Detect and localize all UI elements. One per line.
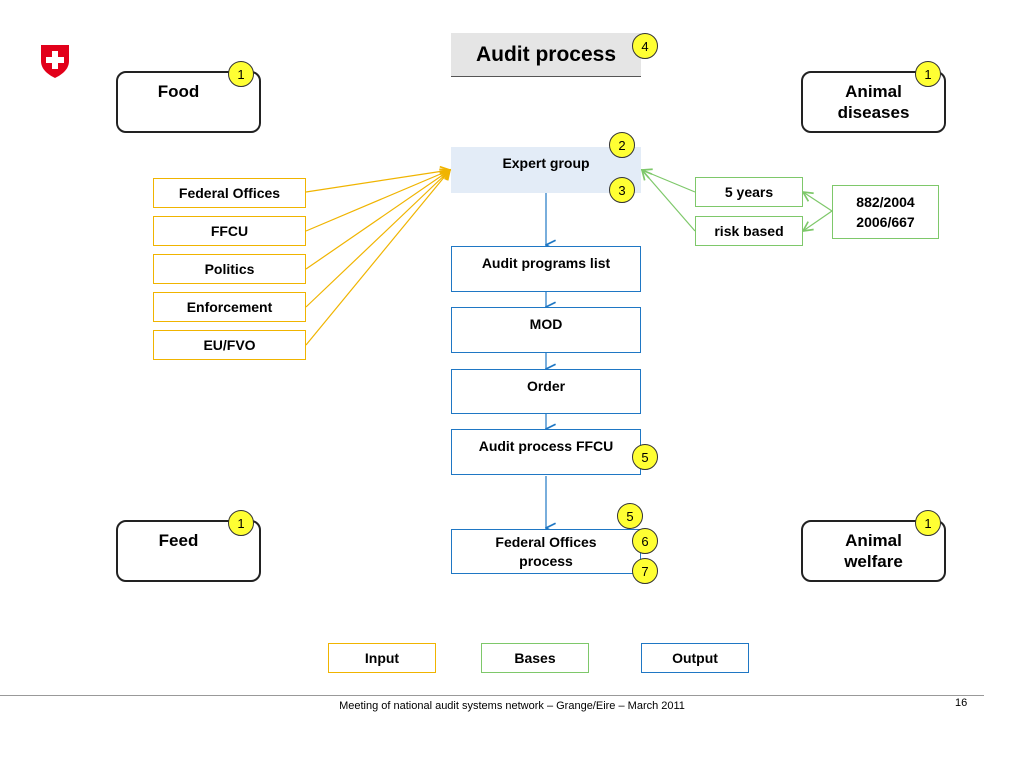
arrow-ffcu [305, 170, 450, 232]
corner-animal-welfare-label: Animal welfare [844, 531, 903, 571]
badge-animal-welfare: 1 [915, 510, 941, 536]
arrow-federal-offices [305, 170, 450, 193]
badge-ffcu-5: 5 [632, 444, 658, 470]
badge-fo-6: 6 [632, 528, 658, 554]
flow-mod: MOD [451, 307, 641, 353]
input-eu-fvo: EU/FVO [153, 330, 306, 360]
input-federal-offices: Federal Offices [153, 178, 306, 208]
flow-federal-offices-process: Federal Offices process [451, 529, 641, 574]
swiss-coat-of-arms-logo [39, 43, 71, 79]
corner-food-label: Food [157, 82, 200, 101]
legend-input: Input [328, 643, 436, 673]
corner-animal-welfare: Animal welfare [801, 520, 946, 582]
badge-expert-3: 3 [609, 177, 635, 203]
bases-regulations: 882/2004 2006/667 [832, 185, 939, 239]
flow-audit-process-ffcu: Audit process FFCU [451, 429, 641, 475]
badge-title: 4 [632, 33, 658, 59]
corner-animal-diseases: Animal diseases [801, 71, 946, 133]
arrow-reg-to-risk-based [803, 210, 833, 231]
legend-bases: Bases [481, 643, 589, 673]
badge-fo-7: 7 [632, 558, 658, 584]
badge-fo-5: 5 [617, 503, 643, 529]
input-enforcement: Enforcement [153, 292, 306, 322]
footer-text: Meeting of national audit systems networ… [339, 700, 685, 712]
arrow-eu-fvo [305, 170, 450, 346]
legend-output: Output [641, 643, 749, 673]
arrow-risk-based [642, 170, 696, 232]
arrow-enforcement [305, 170, 450, 308]
bases-risk-based: risk based [695, 216, 803, 246]
footer-divider [0, 695, 984, 696]
flow-audit-programs-list: Audit programs list [451, 246, 641, 292]
arrow-five-years [642, 170, 696, 193]
flow-order: Order [451, 369, 641, 414]
input-politics: Politics [153, 254, 306, 284]
badge-feed: 1 [228, 510, 254, 536]
bases-five-years: 5 years [695, 177, 803, 207]
page-title: Audit process [451, 33, 641, 77]
input-ffcu: FFCU [153, 216, 306, 246]
arrow-reg-to-five-years [803, 192, 833, 212]
arrow-politics [305, 170, 450, 270]
corner-feed-label: Feed [158, 531, 199, 550]
expert-group-label: Expert group [502, 155, 590, 171]
corner-animal-diseases-label: Animal diseases [837, 82, 910, 122]
badge-animal-diseases: 1 [915, 61, 941, 87]
badge-expert-2: 2 [609, 132, 635, 158]
badge-food: 1 [228, 61, 254, 87]
page-number: 16 [955, 697, 968, 709]
